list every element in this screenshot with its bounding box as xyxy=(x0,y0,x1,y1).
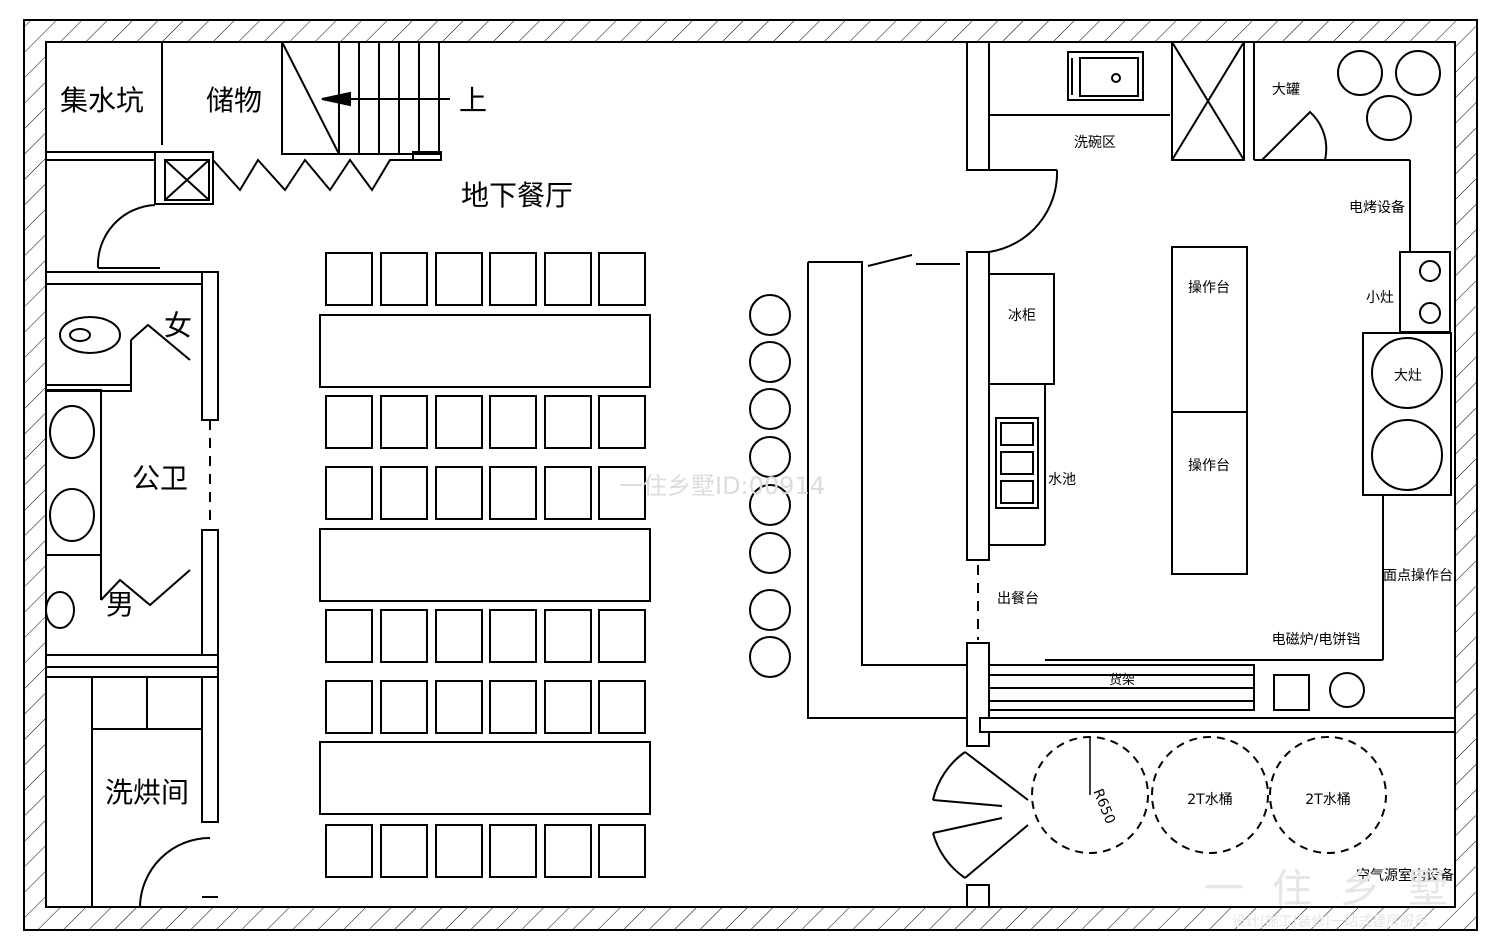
chair-row-4 xyxy=(325,609,646,663)
dining-furniture xyxy=(319,252,651,878)
restroom-fixtures xyxy=(45,316,121,629)
chair-row-3 xyxy=(325,466,646,520)
kitchen xyxy=(979,41,1456,733)
room-labels: 集水坑 储物 上 地下餐厅 女 公卫 男 洗烘间 洗碗区 大罐 电烤设备 小灶 … xyxy=(60,82,1454,884)
chair-row-2 xyxy=(325,395,646,449)
dining-table xyxy=(319,528,651,602)
label-large-stove: 大灶 xyxy=(1394,368,1422,384)
label-small-stove: 小灶 xyxy=(1366,290,1394,306)
label-male: 男 xyxy=(106,588,134,621)
label-dishwash: 洗碗区 xyxy=(1074,135,1116,151)
label-laundry: 洗烘间 xyxy=(105,776,189,809)
watermark-id: 一住乡墅ID:00914 xyxy=(619,472,825,500)
label-fridge: 冰柜 xyxy=(1008,308,1036,324)
label-workbench-2: 操作台 xyxy=(1188,458,1230,474)
watermarks: 一住乡墅ID:00914 一住乡墅 设计|施工|装修|一站式建房服务 xyxy=(619,472,1476,930)
chair-row-5 xyxy=(325,680,646,734)
label-pastry-bench: 面点操作台 xyxy=(1383,568,1453,584)
center-partition xyxy=(966,41,990,908)
chair-row-1 xyxy=(325,252,646,306)
label-heat-pump: 空气源室内设备 xyxy=(1356,867,1454,884)
label-serving-counter: 出餐台 xyxy=(997,591,1039,607)
bottom-double-door xyxy=(932,751,1029,879)
label-stairs-up: 上 xyxy=(459,84,487,117)
label-dining: 地下餐厅 xyxy=(461,179,573,212)
label-large-tank: 大罐 xyxy=(1272,82,1300,98)
watermark-slogan: 设计|施工|装修|一站式建房服务 xyxy=(1232,914,1428,930)
label-tank-1: 2T水桶 xyxy=(1187,792,1232,808)
label-shelf: 货架 xyxy=(1109,672,1135,688)
label-sink: 水池 xyxy=(1048,472,1076,488)
label-sump: 集水坑 xyxy=(60,84,144,117)
label-storage: 储物 xyxy=(206,84,262,117)
label-workbench-1: 操作台 xyxy=(1188,280,1230,296)
dining-table xyxy=(319,314,651,388)
label-tank-2: 2T水桶 xyxy=(1305,792,1350,808)
label-electric-oven: 电烤设备 xyxy=(1349,199,1405,216)
bar-counter xyxy=(749,254,967,719)
chair-row-6 xyxy=(325,824,646,878)
label-female: 女 xyxy=(164,309,192,342)
left-rooms xyxy=(45,41,450,908)
watermark-brand: 一住乡墅 xyxy=(1204,866,1476,912)
label-restroom: 公卫 xyxy=(132,462,188,495)
label-induction: 电磁炉/电饼铛 xyxy=(1272,632,1361,648)
dining-table xyxy=(319,741,651,815)
